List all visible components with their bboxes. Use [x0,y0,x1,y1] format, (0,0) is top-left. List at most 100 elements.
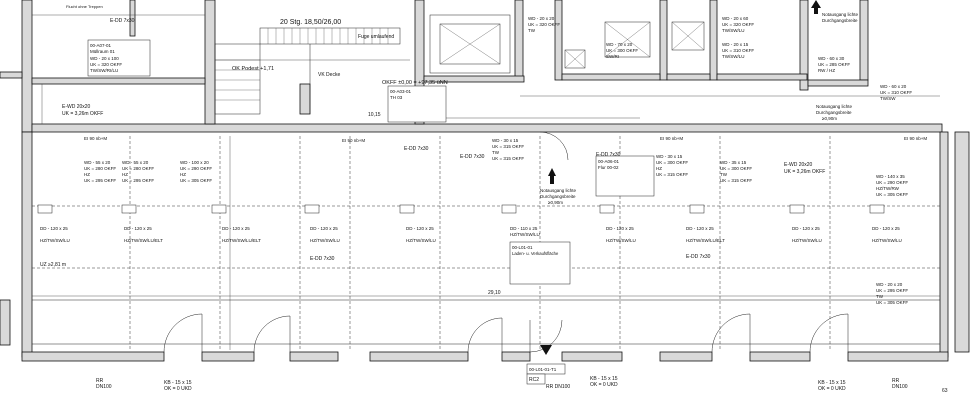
mid-wd-6-uk2: UK = 315 OKFF [720,178,752,183]
dim-1015: 10,15 [368,112,381,118]
lichte-left-3: ≥0,90m [548,200,563,205]
mid-wd-6-hz: TW [720,172,728,177]
ewd-right-code: E-WD 20x20 [784,162,813,168]
dimensions [32,14,940,350]
dd-1-sub: HZ/TW/SW/LU [40,238,70,243]
podest-label: OK Podest +1,71 [232,66,274,72]
exit-arrows [540,0,821,355]
upper-wd-6-code: WD - 60 x 30 [818,56,845,61]
ok-right: OK = 0 UKD [818,386,846,392]
right-wd-extra: TW [876,294,884,299]
retail-room-name: Laden- u. Verkaufsfläche [512,251,559,256]
dd-3-code: DD - 120 x 25 [222,226,250,231]
mid-wd-5-hz: HZ [656,166,662,171]
fig-63: 63 [942,388,948,394]
dd-5-code: DD - 120 x 25 [406,226,434,231]
ei-label-3: EI 90 nb+M [660,136,683,141]
upper-wd-4-code: WD - 20 x 60 [722,16,749,21]
dd-2-code: DD - 120 x 25 [124,226,152,231]
dd-4-sub: HZ/TW/SW/LU [310,238,340,243]
kb-left: KB - 15 x 15 [164,380,192,386]
ok-left: OK = 0 UKD [164,386,192,392]
upper-wd-2-uk: UK = 320 OKFF [528,22,560,27]
ewd-right-uk: UK = 3,26m OKFF [784,169,825,175]
upper-wd-2-code: WD - 20 x 20 [528,16,555,21]
stair [214,27,401,115]
right-wd-uk: UK = 295 OKFF [876,288,908,293]
dd-8-sub: HZ/TW/SW/LU/ELT [686,238,725,243]
lichte-right-1: Notausgang lichte [816,104,853,109]
ewd-left-uk: UK = 3,26m OKFF [62,111,103,117]
ei-label-1: EI 90 nb+M [84,136,107,141]
mid-wd-6-uk: UK = 300 OKFF [720,166,752,171]
room-box-l01 [509,241,571,285]
door-top-left: E-DD 7x30 [110,18,135,24]
upper-wd-1-extra: TW/SW/RI/LU [90,68,118,73]
right-wd-code: WD - 20 x 20 [876,282,903,287]
mid-wd-1-hz: HZ [84,172,90,177]
dd-8-code: DD - 120 x 25 [686,226,714,231]
dd-9-code: DD - 120 x 25 [792,226,820,231]
mid-wd-5-uk2: UK = 315 OKFF [656,172,688,177]
dd-4-code: DD - 120 x 25 [310,226,338,231]
upper-wd-3-code: WD - 70 x 20 [606,42,633,47]
dd-7-sub: HZ/TW/SW/LU [606,238,636,243]
rc2-label: RC2 [529,377,539,383]
lichte-left-2: Durchgangsbreite [540,194,576,199]
upper-wd-6-extra: RW / HZ [818,68,835,73]
room-a07-id: 00-A07-01 [90,43,112,48]
dd-5-sub: HZ/TW/SW/LU [406,238,436,243]
rc2-box [526,373,546,385]
upper-wd-7-uk: UK = 310 OKFF [880,90,912,95]
ewd-left-code: E-WD 20x20 [62,104,91,110]
dd-6-sub: HZ/TW/SW/LU [510,232,540,237]
lobby-room-name: TH 03 [390,95,403,100]
door-label-4: E-DD 7x30 [596,152,621,158]
mid-wd-4-code: WD - 30 x 15 [492,138,519,143]
upper-wd-7-code: WD - 60 x 20 [880,84,907,89]
upper-wd-5-extra: TW/SW/LU [722,54,745,59]
upper-wd-7-extra: TW/SW [880,96,896,101]
lichte-top-2: Durchgangsbreite [822,18,858,23]
upper-wd-4-uk: UK = 320 OKFF [722,22,754,27]
shafts [564,21,705,69]
room-box-a03 [387,85,447,123]
mid-wd-2-uk2: UK = 295 OKFF [122,178,154,183]
ei-label-2: EI 90 nb+M [342,138,365,143]
mid-wd-7-uk: UK = 290 OKFF [876,180,908,185]
mid-wd-5-code: WD - 30 x 15 [656,154,683,159]
lichte-right-2: Durchgangsbreite [816,110,852,115]
room-tag-box [526,363,566,375]
room-box-a06 [595,155,655,197]
door-label-3: E-DD 7x30 [310,256,335,262]
vk-decke-label: VK Decke [318,72,340,78]
flur-room-id: 00-A06-01 [598,159,620,164]
lichte-right-3: ≥0,90m [822,116,837,121]
lobby-room-id: 00-A03-01 [390,89,412,94]
mid-wd-7-code: WD - 140 x 35 [876,174,905,179]
room-box-a07 [87,39,151,77]
upper-wd-6-uk: UK = 285 OKFF [818,62,850,67]
room-a07-name: Müllraum 01 [90,49,115,54]
mid-wd-3-hz: HZ [180,172,186,177]
okff-label: OKFF ±0,00 = +97,35 üNN [382,80,448,86]
upper-wd-3-uk: UK = 300 OKFF [606,48,638,53]
lichte-left-1: Notausgang lichte [540,188,577,193]
upper-wd-4-extra: TW/SW/LU [722,28,745,33]
upper-walls [0,0,943,133]
retail-room-id: 00-L01-01 [512,245,533,250]
right-wd-uk2: UK = 305 OKFF [876,300,908,305]
mid-wd-6-code: WD - 35 x 15 [720,160,747,165]
dd-3-sub: HZ/TW/SW/LU/ELT [222,238,261,243]
mid-wd-4-hz: TW [492,150,500,155]
dn-mid: RR DN100 [546,384,570,390]
mid-wd-2-uk: UK = 280 OKFF [122,166,154,171]
upper-wd-2-extra: TW [528,28,536,33]
mid-wd-5-uk: UK = 300 OKFF [656,160,688,165]
door-label-5: E-DD 7x30 [686,254,711,260]
mid-wd-1-code: WD - 55 x 20 [84,160,111,165]
ei-label-4: EI 90 nb+M [904,136,927,141]
lichte-top-1: Notausgang lichte [822,12,859,17]
rr-left: RR [96,378,104,384]
